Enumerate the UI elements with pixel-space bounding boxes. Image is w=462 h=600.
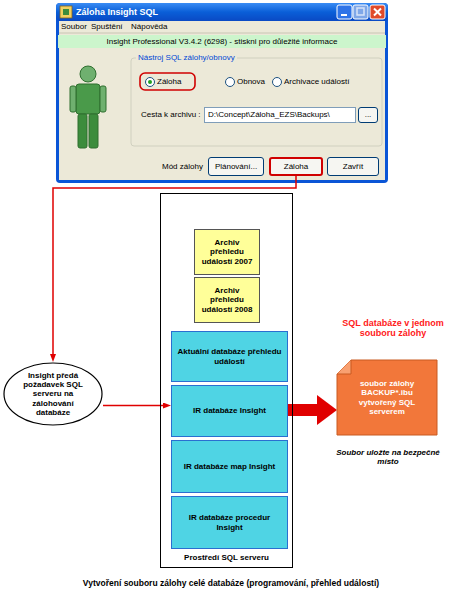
node-text: IR databáze map Insight [175,462,284,471]
note-text: Soubor uložte na bezpečné místo [334,448,442,466]
group-title: Nástroj SQL zálohy/obnovy [136,53,237,62]
push-button: Plánování... [208,157,264,176]
server-environment: Prostředí SQL serveru Archiv přehledu udá… [160,193,293,568]
push-button: ... [358,107,378,123]
close-button [370,5,385,19]
window-frame [56,3,388,183]
radio-label: Záloha [157,77,181,86]
node-text: Insight předá požadavek SQL serveru na z… [15,371,91,417]
note-text: SQL databáze v jednom souboru zálohy [337,318,449,338]
app-icon-inner [63,9,69,15]
database-box: Aktuální databáze přehledu událostí [171,331,288,382]
push-button: Záloha [269,157,323,176]
maximize-glyph [357,8,364,15]
database-box: IR databáze procedur Insight [171,496,288,549]
node-text: Archiv přehledu událostí 2008 [198,286,256,314]
window-body [59,21,385,180]
title-bar [56,3,388,21]
node-text: IR databáze Insight [175,406,284,415]
node-text: D:\Concept\Záloha_EZS\Backups\ [208,110,352,119]
database-box: IR databáze map Insight [171,440,288,493]
node-text: ... [362,110,374,119]
archive-box: Archiv přehledu událostí 2007 [194,229,260,275]
maximize-button [353,5,368,19]
menu-item: Soubor [61,22,87,31]
caption: Vytvoření souboru zálohy celé databáze (… [0,578,462,588]
flow-arrow [103,405,163,407]
app-icon [60,6,72,18]
minimize-glyph [341,14,347,16]
flow-arrow [53,176,296,354]
node-text: Plánování... [212,162,260,171]
node-text: Insight Professional V3.4.2 (6298) - sti… [61,37,383,46]
radio-label: Archivace událostí [284,77,349,86]
field-label: Mód zálohy [162,162,203,171]
radio-label: Obnova [237,77,265,86]
menu-item: Nápověda [131,22,167,31]
backup-file: soubor zálohy BACKUP*.ibu vytvořený SQL … [337,360,437,435]
node-text: Záloha [274,162,318,171]
group-box [131,58,382,146]
push-button: Zavřít [327,157,379,176]
menu-separator [59,33,385,34]
node-text: soubor zálohy BACKUP*.ibu vytvořený SQL … [347,379,427,416]
node-text: Prostředí SQL serveru [161,553,292,562]
person-icon [70,66,106,148]
field-label: Cesta k archivu : [141,110,201,119]
process-ellipse: Insight předá požadavek SQL serveru na z… [3,362,103,426]
database-box: IR databáze Insight [171,385,288,437]
radio-button [226,78,235,87]
minimize-button [337,5,352,19]
node-text: Záloha Insight SQL [76,7,388,17]
node-text: Archiv přehledu událostí 2007 [198,238,256,266]
node-text: IR databáze procedur Insight [175,513,284,531]
archive-box: Archiv přehledu událostí 2008 [194,277,260,323]
radio-button [273,78,282,87]
radio-button [146,78,155,87]
node-text: Aktuální databáze přehledu událostí [175,347,284,365]
node-text: Zavřít [331,162,375,171]
path-field: D:\Concept\Záloha_EZS\Backups\ [204,107,356,123]
radio-dot [148,80,152,84]
close-glyph [374,9,381,16]
info-band: Insight Professional V3.4.2 (6298) - sti… [58,35,386,48]
menu-item: Spuštění [91,22,123,31]
highlight-outline [140,73,195,90]
